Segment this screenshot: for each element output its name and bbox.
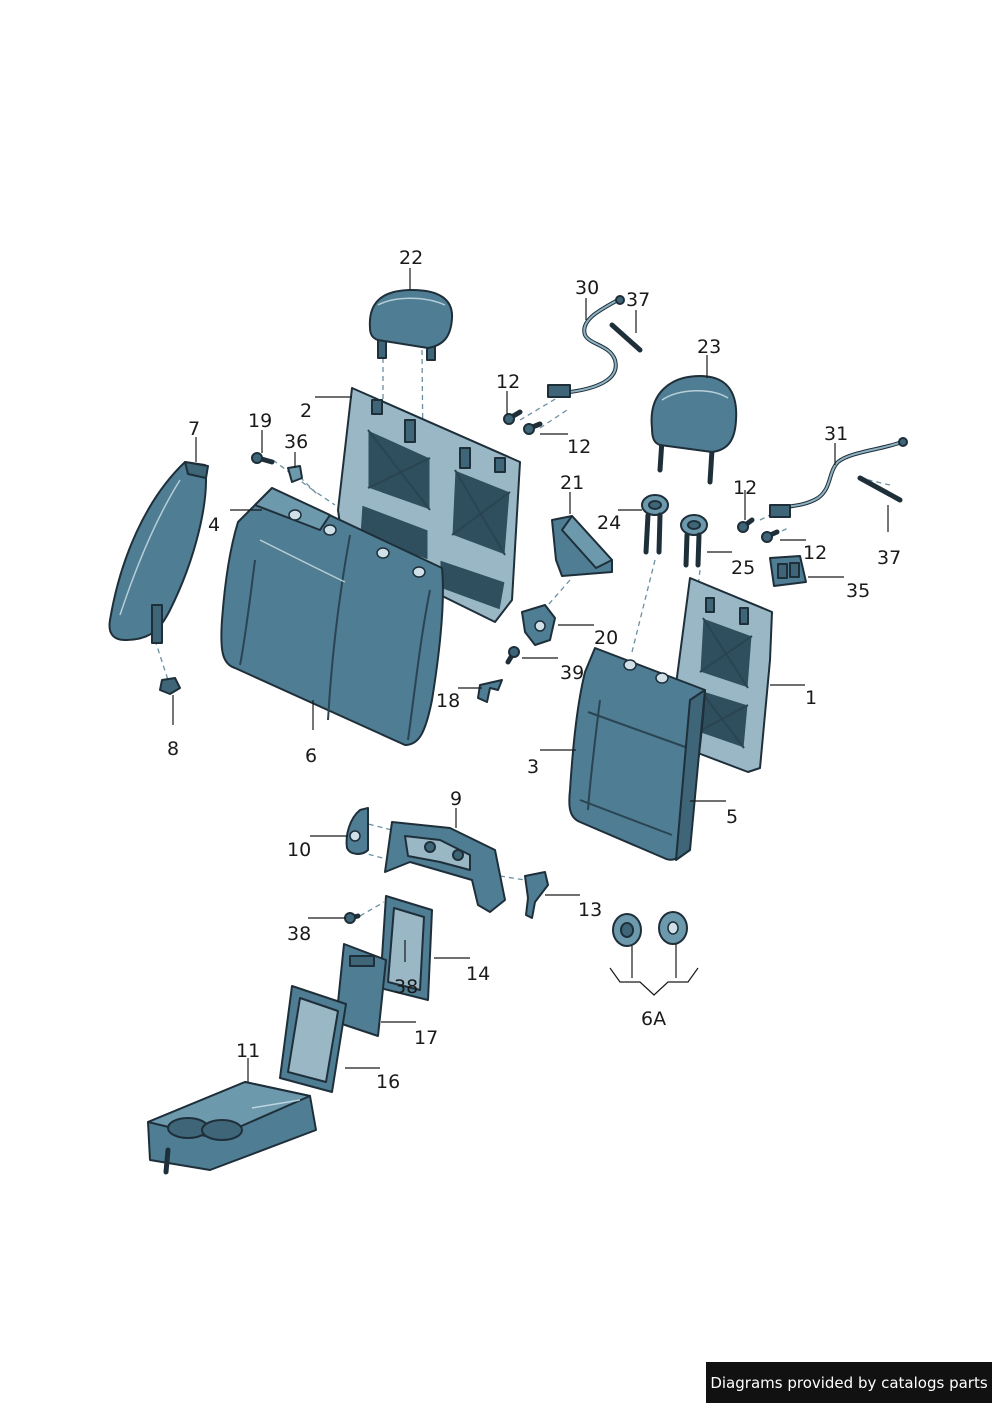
clip-36: [287, 465, 303, 483]
bracket-21: [551, 515, 613, 577]
callout-9: 9: [450, 788, 462, 810]
callout-24: 24: [597, 512, 621, 534]
clip-18: [477, 679, 503, 703]
callout-12-lower-right: 12: [803, 542, 827, 564]
callout-14: 14: [466, 963, 490, 985]
callout-2: 2: [300, 400, 312, 422]
screw-12-d: [761, 529, 780, 543]
callout-22: 22: [399, 247, 423, 269]
callout-19: 19: [248, 410, 272, 432]
attribution-text: Diagrams provided by catalogs parts: [710, 1373, 988, 1392]
armrest-bracket-9: [384, 821, 506, 913]
callout-1: 1: [805, 687, 817, 709]
callout-36: 36: [284, 431, 308, 453]
callout-23: 23: [697, 336, 721, 358]
callout-6a: 6A: [641, 1008, 666, 1030]
headrest-guide-25: [680, 514, 708, 568]
callout-6: 6: [305, 745, 317, 767]
screw-39: [505, 646, 520, 665]
callout-7: 7: [188, 418, 200, 440]
headrest-middle: [368, 289, 454, 361]
callout-11: 11: [236, 1040, 260, 1062]
hinge-cover-13: [524, 871, 549, 919]
screw-12-c: [737, 517, 755, 533]
screw-12-b: [523, 421, 543, 435]
backrest-cover-right: [568, 647, 706, 861]
callout-18: 18: [436, 690, 460, 712]
trim-frame-16: [279, 985, 347, 1093]
backrest-cover-left: [220, 487, 444, 746]
callout-21: 21: [560, 472, 584, 494]
leader-lines: [172, 268, 889, 1082]
headrest-guide-24: [641, 494, 669, 555]
screw-19: [251, 452, 275, 465]
callout-10: 10: [287, 839, 311, 861]
callout-38-left: 38: [287, 923, 311, 945]
callout-5: 5: [726, 806, 738, 828]
callout-37-lower: 37: [877, 547, 901, 569]
callout-17: 17: [414, 1027, 438, 1049]
callout-12-lower-left: 12: [733, 477, 757, 499]
grommet-6a-right: [658, 911, 688, 945]
lock-20: [521, 604, 556, 646]
callout-39: 39: [560, 662, 584, 684]
bolt-37-upper: [609, 322, 643, 353]
callout-20: 20: [594, 627, 618, 649]
callout-38-center: 38: [394, 976, 418, 998]
flap-panel-17: [335, 943, 387, 1037]
callout-12-upper-left: 12: [496, 371, 520, 393]
callout-13: 13: [578, 899, 602, 921]
bolt-37-lower: [857, 475, 903, 503]
callout-25: 25: [731, 557, 755, 579]
release-cable-31: [769, 437, 908, 518]
armrest-11: [147, 1081, 317, 1175]
trim-frame-14: [379, 895, 433, 1001]
callout-labels: 22 2 7 4 19 36 8 6 30 37 12 12 21 20 39 …: [167, 247, 901, 1093]
callout-35: 35: [846, 580, 870, 602]
switch-35: [769, 555, 807, 587]
headrest-right: [650, 375, 738, 485]
callout-4: 4: [208, 514, 220, 536]
screw-38-a: [344, 912, 361, 924]
screw-12-a: [503, 409, 523, 425]
hinge-cover-10: [345, 807, 369, 855]
side-trim-panel: [108, 461, 209, 644]
callout-8: 8: [167, 738, 179, 760]
attribution-footer: Diagrams provided by catalogs parts: [706, 1362, 992, 1403]
grommet-6a-left: [612, 913, 642, 947]
callout-37-upper: 37: [626, 289, 650, 311]
callout-16: 16: [376, 1071, 400, 1093]
callout-3: 3: [527, 756, 539, 778]
callout-12-upper-right: 12: [567, 436, 591, 458]
nut: [159, 677, 181, 695]
callout-31: 31: [824, 423, 848, 445]
callout-30: 30: [575, 277, 599, 299]
release-cable-30: [547, 295, 625, 398]
